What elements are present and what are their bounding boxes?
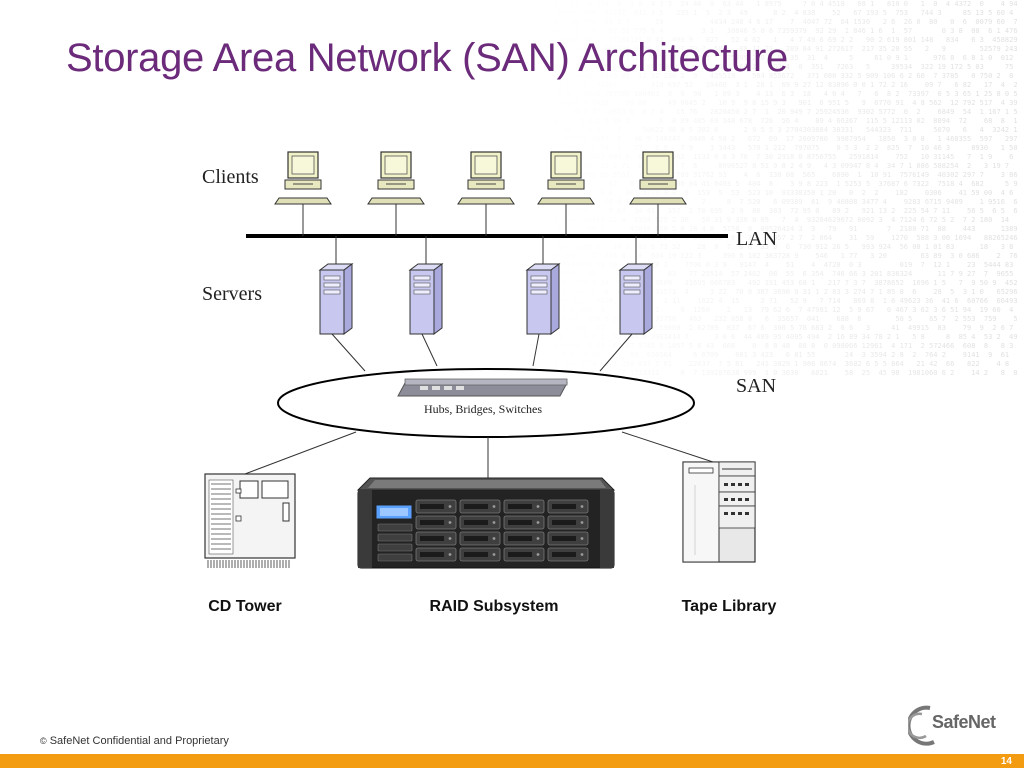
cd-tower-device	[204, 473, 296, 568]
slide-title: Storage Area Network (SAN) Architecture	[66, 36, 788, 80]
client-computer-icon	[537, 151, 595, 205]
client-computer-icon	[457, 151, 515, 205]
page-number: 14	[1000, 756, 1012, 767]
server-san-link	[331, 333, 366, 372]
servers-group	[318, 236, 654, 372]
san-label: SAN	[736, 375, 776, 397]
footer-text: SafeNet Confidential and Proprietary	[49, 735, 229, 747]
san-architecture-diagram: Clients LAN Servers SAN Hubs, Bridges, S…	[202, 151, 777, 615]
san-to-cd-tower-line	[244, 431, 357, 475]
switch-device	[397, 378, 568, 397]
server-san-link	[532, 333, 540, 367]
footer-bar: 14	[0, 754, 1024, 768]
lan-label: LAN	[736, 228, 777, 250]
client-computer-icon	[367, 151, 425, 205]
footer-confidential: © SafeNet Confidential and Proprietary	[40, 735, 229, 747]
raid-subsystem-label: RAID Subsystem	[430, 598, 559, 615]
san-to-tape-line	[621, 431, 714, 463]
switch-label: Hubs, Bridges, Switches	[424, 402, 542, 416]
server-tower-icon	[318, 263, 354, 335]
server-san-link	[599, 333, 633, 372]
client-computer-icon	[629, 151, 687, 205]
safenet-logo: SafeNet	[906, 702, 1012, 748]
san-fabric-ellipse	[277, 368, 695, 438]
safenet-swirl-icon	[906, 705, 935, 746]
raid-subsystem-device	[356, 477, 616, 569]
copyright-symbol: ©	[40, 736, 47, 746]
safenet-logo-text: SafeNet	[932, 712, 996, 732]
servers-label: Servers	[202, 283, 262, 305]
server-tower-icon	[525, 263, 561, 335]
clients-label: Clients	[202, 166, 259, 188]
client-computer-icon	[274, 151, 332, 205]
server-tower-icon	[618, 263, 654, 335]
server-san-link	[421, 333, 438, 367]
cd-tower-label: CD Tower	[208, 598, 281, 615]
tape-library-label: Tape Library	[682, 598, 777, 615]
tape-library-device	[682, 461, 756, 563]
server-tower-icon	[408, 263, 444, 335]
clients-group	[274, 151, 687, 236]
